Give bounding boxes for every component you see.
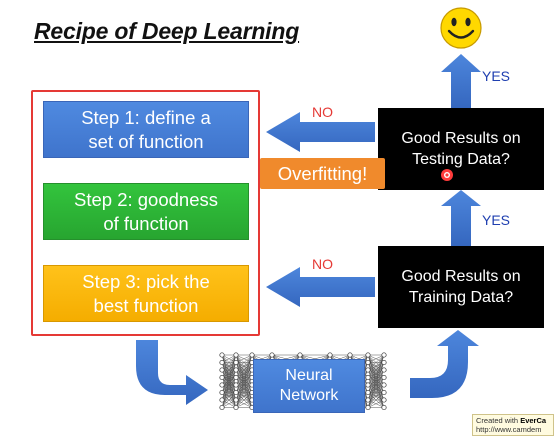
no-label-top: NO bbox=[312, 104, 333, 120]
nn-node bbox=[249, 352, 255, 358]
nn-node bbox=[365, 397, 371, 403]
nn-edge bbox=[235, 354, 253, 378]
nn-edge bbox=[367, 354, 385, 371]
neural-network-box: Neural Network bbox=[253, 359, 365, 413]
step1-box: Step 1: define a set of function bbox=[43, 101, 249, 158]
nn-node bbox=[219, 397, 225, 403]
nn-node bbox=[297, 352, 303, 358]
arrow-no-bottom bbox=[266, 267, 375, 307]
yes-label-top: YES bbox=[482, 68, 511, 84]
nn-edge bbox=[235, 354, 253, 393]
nn-node bbox=[233, 374, 239, 381]
arrow-yes-middle bbox=[441, 190, 481, 246]
nn-edge bbox=[235, 354, 253, 386]
nn-node bbox=[365, 389, 371, 396]
nn-edge bbox=[221, 354, 237, 408]
watermark: Created with EverCa http://www.camdem bbox=[472, 414, 554, 436]
arrow-network-to-training bbox=[410, 330, 479, 398]
nn-edge bbox=[367, 377, 385, 408]
nn-node bbox=[219, 359, 225, 366]
step2-box: Step 2: goodness of function bbox=[43, 183, 249, 240]
nn-edge bbox=[367, 392, 385, 408]
nn-node bbox=[233, 389, 239, 396]
nn-node bbox=[269, 352, 275, 358]
nn-edge bbox=[367, 354, 385, 378]
nn-edge bbox=[235, 384, 253, 408]
nn-node bbox=[381, 374, 387, 381]
nn-node bbox=[233, 397, 239, 403]
nn-node bbox=[233, 359, 239, 366]
nn-edge bbox=[221, 377, 237, 408]
nn-node bbox=[365, 382, 371, 388]
testing-decision-box: Good Results on Testing Data? bbox=[378, 108, 544, 190]
nn-edge bbox=[235, 369, 253, 408]
overfitting-label: Overfitting! bbox=[260, 158, 385, 189]
nn-edge bbox=[235, 354, 253, 408]
watermark-url: http://www.camdem bbox=[476, 425, 542, 434]
nn-edge bbox=[235, 354, 253, 401]
nn-edge bbox=[221, 392, 237, 408]
step3-box: Step 3: pick the best function bbox=[43, 265, 249, 322]
nn-edge bbox=[221, 354, 237, 386]
nn-node bbox=[219, 382, 225, 388]
smiley-icon bbox=[440, 7, 482, 49]
watermark-brand: EverCa bbox=[520, 416, 547, 425]
nn-node bbox=[233, 404, 239, 411]
nn-node bbox=[233, 367, 239, 373]
nn-edge bbox=[221, 354, 237, 363]
nn-edge bbox=[221, 354, 237, 371]
nn-node bbox=[219, 389, 225, 396]
arrow-frame-to-network bbox=[136, 340, 208, 405]
nn-edge bbox=[367, 369, 385, 408]
nn-edge bbox=[235, 377, 253, 408]
nn-edge bbox=[221, 384, 237, 408]
nn-node bbox=[381, 367, 387, 373]
nn-edge bbox=[367, 354, 385, 408]
nn-node bbox=[219, 352, 225, 358]
nn-node bbox=[219, 367, 225, 373]
nn-edge bbox=[221, 354, 237, 393]
nn-node bbox=[381, 352, 387, 358]
nn-edge bbox=[367, 354, 385, 363]
nn-edge bbox=[221, 369, 237, 408]
nn-node bbox=[219, 404, 225, 411]
nn-node bbox=[381, 404, 387, 411]
nn-node bbox=[365, 367, 371, 373]
arrow-no-top bbox=[266, 112, 375, 152]
training-decision-box: Good Results on Training Data? bbox=[378, 246, 544, 328]
watermark-prefix: Created with bbox=[476, 416, 519, 425]
nn-node bbox=[365, 374, 371, 381]
nn-edge bbox=[235, 362, 253, 408]
nn-node bbox=[365, 404, 371, 411]
arrow-yes-top bbox=[441, 54, 481, 108]
nn-edge bbox=[367, 384, 385, 408]
nn-edge bbox=[367, 354, 385, 401]
nn-edge bbox=[367, 354, 385, 386]
nn-node bbox=[233, 382, 239, 388]
nn-edge bbox=[221, 354, 237, 378]
nn-node bbox=[381, 397, 387, 403]
yes-label-middle: YES bbox=[482, 212, 511, 228]
nn-node bbox=[365, 352, 371, 358]
nn-edge bbox=[235, 399, 253, 408]
cursor-dot-icon bbox=[441, 169, 453, 181]
nn-edge bbox=[367, 354, 385, 393]
nn-node bbox=[347, 352, 353, 358]
nn-node bbox=[365, 359, 371, 366]
nn-node bbox=[381, 389, 387, 396]
nn-node bbox=[381, 359, 387, 366]
nn-edge bbox=[235, 392, 253, 408]
nn-node bbox=[327, 352, 333, 358]
page-title: Recipe of Deep Learning bbox=[34, 18, 300, 44]
nn-edge bbox=[235, 354, 253, 371]
nn-edge bbox=[221, 399, 237, 408]
nn-edge bbox=[235, 354, 253, 363]
nn-edge bbox=[367, 399, 385, 408]
nn-node bbox=[381, 382, 387, 388]
nn-node bbox=[219, 374, 225, 381]
nn-node bbox=[233, 352, 239, 358]
no-label-bottom: NO bbox=[312, 256, 333, 272]
nn-edge bbox=[367, 362, 385, 408]
